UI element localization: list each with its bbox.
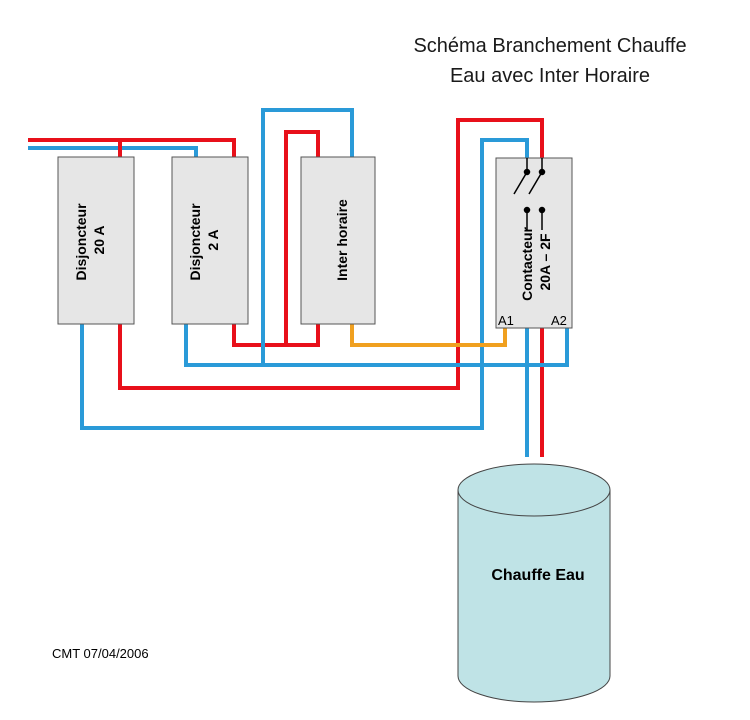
- breaker-20a: Disjoncteur 20 A: [57, 156, 135, 325]
- tank-top: [457, 463, 611, 517]
- breaker-2a-neutral-out: [184, 324, 569, 367]
- svg-text:Disjoncteur 20 A: Disjoncteur 20 A: [73, 200, 107, 281]
- tank-body: [457, 490, 611, 703]
- timer-control-wire: [350, 324, 507, 347]
- water-heater-tank: Chauffe Eau: [457, 463, 611, 703]
- svg-text:Disjoncteur 2 A: Disjoncteur 2 A: [187, 200, 221, 281]
- contactor-label-line2: 20A – 2F: [537, 233, 553, 291]
- breaker-20a-label-line2: 20 A: [91, 225, 107, 254]
- contactor-terminal-a1: A1: [498, 313, 514, 328]
- contactor-terminal-a2: A2: [551, 313, 567, 328]
- footer-credit: CMT 07/04/2006: [52, 646, 149, 661]
- contactor-switch-icon: [513, 158, 546, 230]
- contactor-label-line1: Contacteur: [519, 226, 535, 300]
- title-line-2: Eau avec Inter Horaire: [450, 65, 650, 87]
- contactor: Contacteur 20A – 2F A1 A2: [495, 157, 573, 329]
- timer-neutral-wire: [261, 108, 354, 365]
- timer-switch: Inter horaire: [300, 156, 376, 325]
- timer-switch-label: Inter horaire: [334, 199, 350, 281]
- svg-text:Contacteur 20A – 2F: Contacteur 20A – 2F: [519, 223, 553, 301]
- breaker-20a-label-line1: Disjoncteur: [73, 203, 89, 281]
- breaker-2a-label-line1: Disjoncteur: [187, 203, 203, 281]
- timer-phase-wire: [284, 130, 320, 345]
- breaker-2a: Disjoncteur 2 A: [171, 156, 249, 325]
- breaker-20a-body: [57, 156, 135, 325]
- breaker-2a-label-line2: 2 A: [205, 229, 221, 250]
- timer-switch-body: [300, 156, 376, 325]
- tank-label: Chauffe Eau: [491, 567, 584, 584]
- title-line-1: Schéma Branchement Chauffe: [413, 35, 686, 57]
- supply-neutral-wire: [28, 146, 198, 157]
- breaker-2a-phase-out: [232, 324, 320, 347]
- breaker-2a-body: [171, 156, 249, 325]
- supply-phase-wire: [28, 138, 236, 157]
